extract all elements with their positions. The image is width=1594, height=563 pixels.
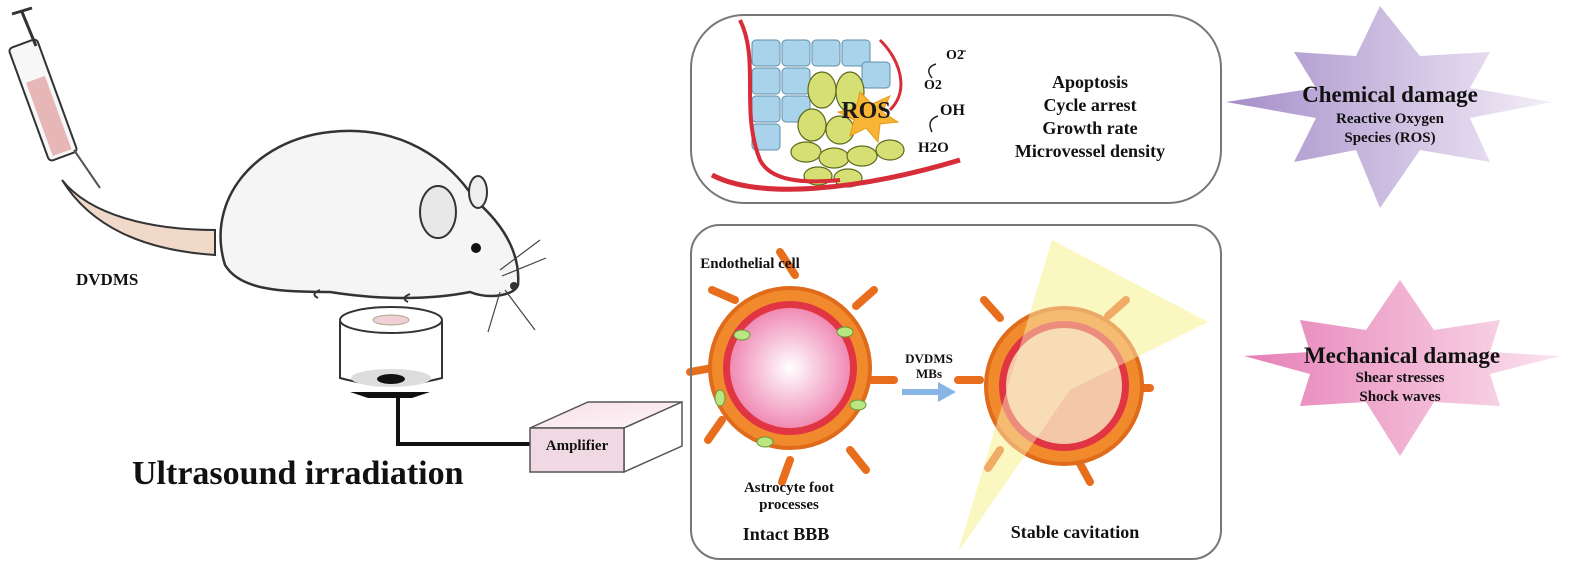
mechanical-damage-title: Mechanical damage [1303, 343, 1501, 368]
endothelial-label: Endothelial cell [700, 256, 800, 272]
astrocyte-label: Astrocyte foot processes [743, 480, 835, 514]
transition-arrow [902, 382, 956, 402]
cavitation-vessel [954, 240, 1208, 552]
stable-cavitation-label: Stable cavitation [1010, 522, 1140, 542]
chem-label: O2 [924, 78, 942, 93]
tumor-tissue-illustration [710, 19, 961, 192]
chemical-damage-star [1226, 6, 1552, 208]
chem-label: H2O [918, 140, 949, 156]
mouse-illustration [61, 129, 547, 333]
chemical-effects-panel [690, 14, 1222, 204]
effect-item: Apoptosis [1051, 72, 1129, 92]
ros-label: ROS [841, 98, 891, 124]
arrow-label: DVDMS MBs [905, 351, 953, 381]
mechanical-damage-star [1244, 280, 1560, 456]
chemical-damage-subtitle: Reactive Oxygen Species (ROS) [1336, 111, 1444, 146]
effect-item: Microvessel density [1014, 141, 1166, 161]
mechanical-damage-subtitle: Shear stresses Shock waves [1355, 370, 1445, 405]
chemical-damage-title: Chemical damage [1302, 82, 1478, 107]
intact-vessel [686, 248, 898, 486]
chem-label: O2̄ [946, 48, 964, 63]
chem-label: OH [940, 102, 965, 119]
ultrasound-title: Ultrasound irradiation [132, 455, 464, 492]
ultrasound-transducer [339, 306, 530, 446]
effect-item: Growth rate [1042, 118, 1138, 138]
bbb-panel [690, 224, 1222, 560]
effect-item: Cycle arrest [1043, 95, 1137, 115]
dvdms-label: DVDMS [76, 270, 139, 289]
amplifier-box [529, 400, 683, 474]
amplifier-label: Amplifier [545, 438, 609, 454]
intact-bbb-label: Intact BBB [742, 524, 830, 544]
syringe [8, 6, 101, 189]
